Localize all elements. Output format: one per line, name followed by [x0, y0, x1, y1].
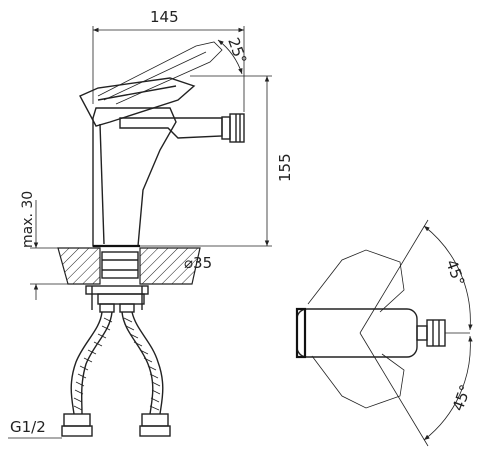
top-body: [296, 308, 418, 358]
hose-left-outer: [70, 311, 103, 415]
lever-pos-right: [311, 353, 405, 409]
body-inner-line: [99, 123, 105, 245]
dim-diameter-35: ⌀35: [184, 254, 212, 272]
aerator-nut: [229, 113, 245, 143]
lever-handle: [79, 77, 196, 127]
thread-g12-label: G1/2: [10, 418, 46, 436]
top-aerator: [426, 319, 446, 347]
dim-max-30-label: max. 30: [20, 191, 36, 248]
thread-label: G1/2: [8, 418, 62, 439]
fixing-plate: [85, 285, 149, 295]
fixing-assembly: [85, 285, 149, 313]
counter-right: [139, 247, 201, 285]
faucet-side-view: [79, 41, 245, 247]
hose-nut-right: [141, 413, 169, 427]
dim-145-label: 145: [150, 8, 179, 26]
dim-max-30: max. 30: [20, 191, 68, 300]
mounting-shank: [101, 251, 139, 279]
hose-nut-left: [63, 413, 91, 427]
faucet-body: [92, 107, 177, 247]
fixing-nut: [97, 293, 145, 305]
countertop-section: [57, 244, 201, 285]
angle-45-bottom-label: 45°: [449, 382, 475, 413]
hose-left-inner: [80, 311, 113, 415]
aerator-ring: [221, 116, 231, 140]
dim-155: 155: [140, 75, 294, 247]
faucet-spout: [119, 117, 223, 139]
counter-left: [57, 247, 101, 285]
hose-right-inner: [121, 311, 154, 415]
flex-hoses: [61, 311, 171, 437]
lever-pos-left: [307, 249, 405, 313]
dim-145: 145: [92, 8, 245, 112]
hose-right-outer: [131, 311, 164, 415]
faucet-top-view: 45° 45°: [295, 219, 475, 447]
lever-handle-rotated: [97, 41, 223, 105]
dim-25-label: 25°: [224, 35, 250, 66]
dim-35-label: ⌀35: [184, 254, 212, 272]
dim-155-label: 155: [276, 153, 294, 182]
